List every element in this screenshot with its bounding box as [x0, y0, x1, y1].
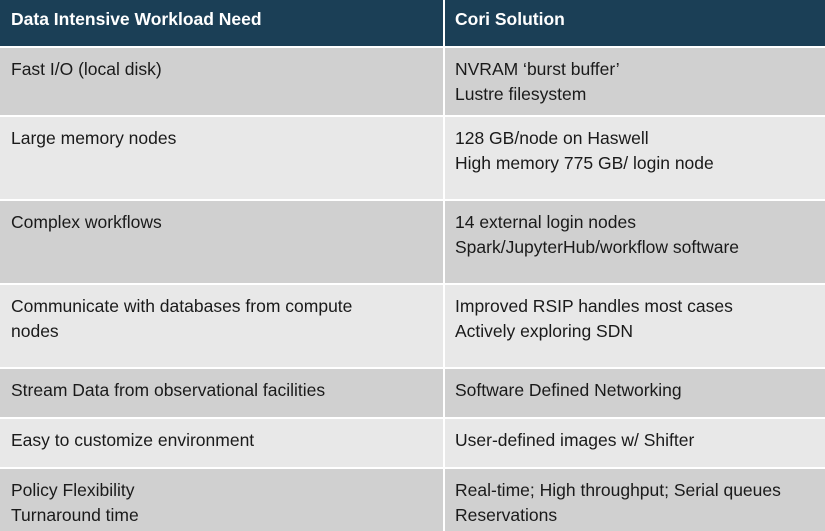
solution-cell: Software Defined Networking — [445, 369, 825, 417]
solution-cell: User-defined images w/ Shifter — [445, 419, 825, 467]
solution-cell: Improved RSIP handles most cases Activel… — [445, 285, 825, 367]
need-cell: Complex workflows — [0, 201, 445, 283]
solution-cell: 14 external login nodes Spark/JupyterHub… — [445, 201, 825, 283]
table-row: Easy to customize environment User-defin… — [0, 417, 825, 467]
solution-cell: Real-time; High throughput; Serial queue… — [445, 469, 825, 531]
header-need: Data Intensive Workload Need — [0, 0, 445, 46]
header-solution: Cori Solution — [455, 9, 565, 29]
solution-text: 128 GB/node on Haswell — [455, 128, 649, 148]
solution-text: User-defined images w/ Shifter — [455, 430, 695, 450]
need-text: Turnaround time — [11, 504, 139, 525]
solution-text: 14 external login nodes — [455, 212, 636, 232]
table-row: Communicate with databases from compute … — [0, 283, 825, 367]
solution-cell: NVRAM ‘burst buffer’ Lustre filesystem — [445, 48, 825, 115]
need-text: Communicate with databases from compute — [11, 296, 353, 316]
solution-cell: 128 GB/node on Haswell High memory 775 G… — [445, 117, 825, 199]
table-row: Complex workflows 14 external login node… — [0, 199, 825, 283]
need-text: Easy to customize environment — [11, 430, 255, 450]
solution-text: Reservations — [455, 504, 558, 525]
need-text: Stream Data from observational facilitie… — [11, 380, 326, 400]
solution-text: Software Defined Networking — [455, 380, 682, 400]
solution-text: High memory 775 GB/ login node — [455, 152, 714, 173]
need-cell: Communicate with databases from compute … — [0, 285, 445, 367]
need-text: Fast I/O (local disk) — [11, 59, 162, 79]
need-text: Complex workflows — [11, 212, 162, 232]
solution-text: Actively exploring SDN — [455, 320, 633, 341]
need-text: Policy Flexibility — [11, 480, 135, 500]
need-cell: Fast I/O (local disk) — [0, 48, 445, 115]
solution-text: Real-time; High throughput; Serial queue… — [455, 480, 781, 500]
table-row: Stream Data from observational facilitie… — [0, 367, 825, 417]
solution-text: Improved RSIP handles most cases — [455, 296, 733, 316]
need-text: nodes — [11, 320, 59, 341]
need-text: Large memory nodes — [11, 128, 177, 148]
need-cell: Large memory nodes — [0, 117, 445, 199]
table-header: Data Intensive Workload Need Cori Soluti… — [0, 0, 825, 46]
solution-text: Lustre filesystem — [455, 83, 587, 104]
solution-text: NVRAM ‘burst buffer’ — [455, 59, 620, 79]
need-cell: Stream Data from observational facilitie… — [0, 369, 445, 417]
need-cell: Policy Flexibility Turnaround time — [0, 469, 445, 531]
table-row: Policy Flexibility Turnaround time Real-… — [0, 467, 825, 531]
table-row: Large memory nodes 128 GB/node on Haswel… — [0, 115, 825, 199]
solution-text: Spark/JupyterHub/workflow software — [455, 236, 739, 257]
table-row: Fast I/O (local disk) NVRAM ‘burst buffe… — [0, 46, 825, 115]
need-cell: Easy to customize environment — [0, 419, 445, 467]
